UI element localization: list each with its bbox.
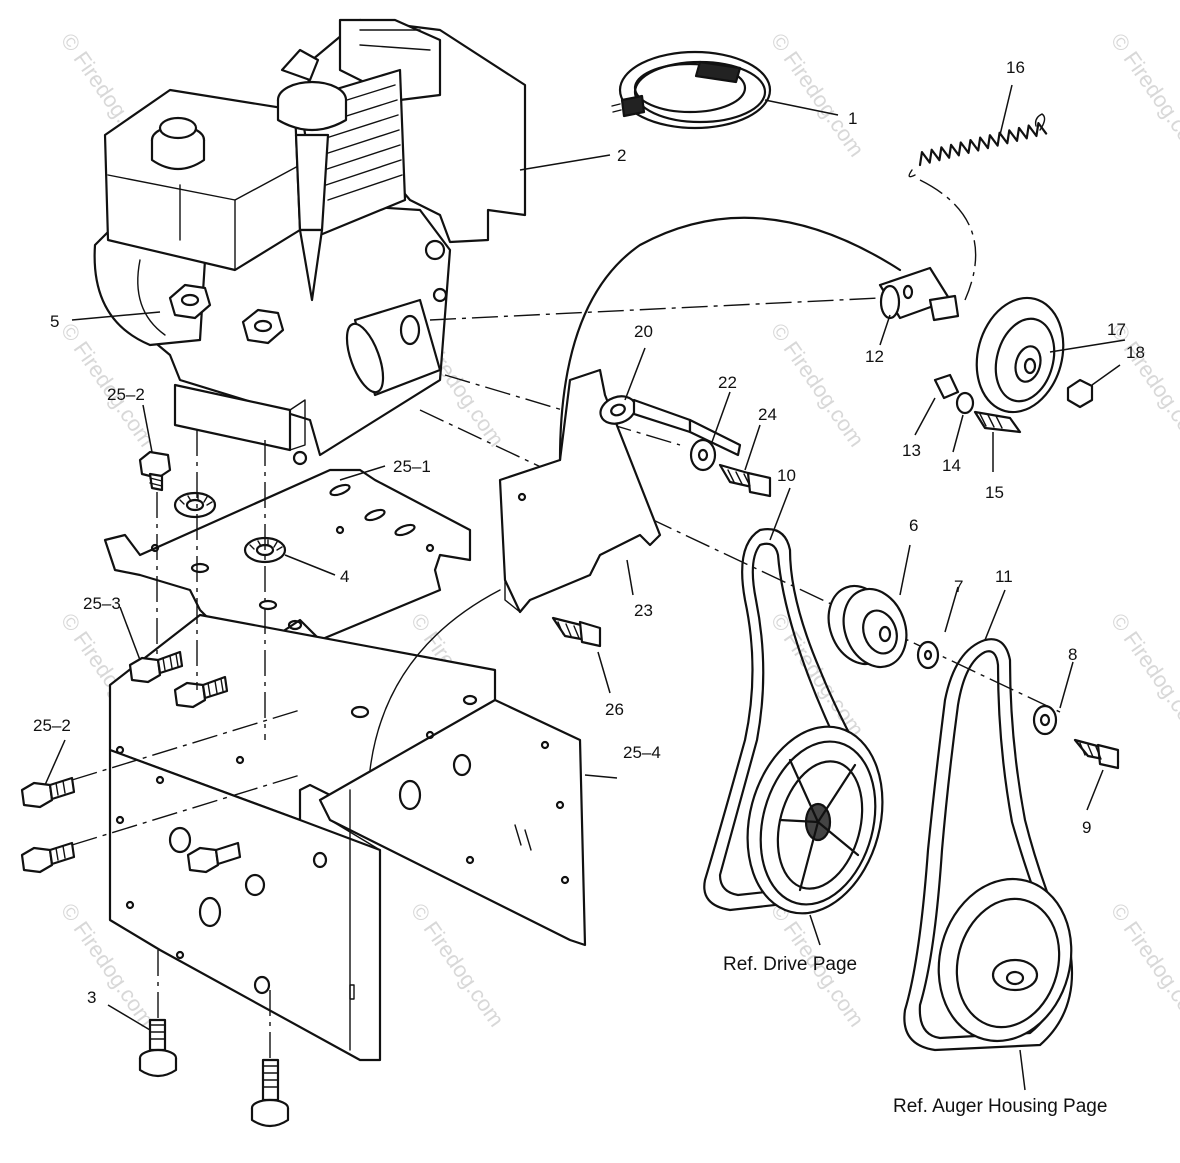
callout-17: 17 [1107,320,1126,339]
engine-illustration [93,18,527,466]
spring-to-idler-path [919,179,977,301]
callout-4: 4 [340,567,349,586]
ref-auger-housing-page-label: Ref. Auger Housing Page [893,1096,1107,1117]
callout-25-2-top: 25–2 [107,385,145,404]
auger-belt-11 [903,638,1074,1052]
watermark: © Firedog.com [406,899,509,1032]
bolts-25-2-left [20,776,242,874]
callout-24: 24 [758,405,777,424]
spring-illustration [908,113,1048,178]
frame-plate-illustration [103,468,472,652]
callout-5: 5 [50,312,59,331]
watermark: © Firedog.com [1106,29,1180,162]
alignment-line [71,774,301,846]
callout-15: 15 [985,483,1004,502]
bolt-25-2-top [138,450,172,492]
callout-7: 7 [954,577,963,596]
extension-cord-illustration [611,50,772,130]
callout-3: 3 [87,988,96,1007]
washer-bolt-22-24 [689,438,772,498]
callout-22: 22 [718,373,737,392]
callout-1: 1 [848,109,857,128]
drive-pulley [746,725,884,915]
watermark: © Firedog.com [766,319,869,452]
callout-10: 10 [777,466,796,485]
auger-pulley [937,877,1073,1043]
callout-14: 14 [942,456,961,475]
callout-labels: 1 2 3 4 5 6 7 8 9 10 11 12 13 14 15 16 1… [33,58,1145,1007]
crank-centerline [429,297,881,321]
bolt-26 [551,616,602,648]
engine-pulley-6 [827,584,908,669]
callout-18: 18 [1126,343,1145,362]
callout-23: 23 [634,601,653,620]
bolts-3 [138,1018,290,1128]
callout-2: 2 [617,146,626,165]
crank-centerline-lower [419,409,1061,713]
alignment-line [71,709,301,781]
callout-11: 11 [995,567,1013,586]
watermark: © Firedog.com [766,29,869,162]
bolt-9 [1073,738,1120,770]
callout-25-4: 25–4 [623,743,661,762]
callout-6: 6 [909,516,918,535]
callout-12: 12 [865,347,884,366]
callout-25-3: 25–3 [83,594,121,613]
callout-13: 13 [902,441,921,460]
frame-body-illustration [108,589,587,1062]
washer-7 [916,640,940,670]
callout-8: 8 [1068,645,1077,664]
watermark: © Firedog.com [1106,609,1180,742]
callout-16: 16 [1006,58,1025,77]
callout-9: 9 [1082,818,1091,837]
idler-assembly-illustration [878,266,1094,434]
watermark: © Firedog.com [1106,899,1180,1032]
leader-lines [44,84,1126,1091]
ref-drive-page-label: Ref. Drive Page [723,954,857,975]
callout-26: 26 [605,700,624,719]
callout-20: 20 [634,322,653,341]
belt-guide-illustration [498,216,902,614]
callout-25-1: 25–1 [393,457,431,476]
washer-8 [1032,704,1058,736]
callout-25-2-left: 25–2 [33,716,71,735]
